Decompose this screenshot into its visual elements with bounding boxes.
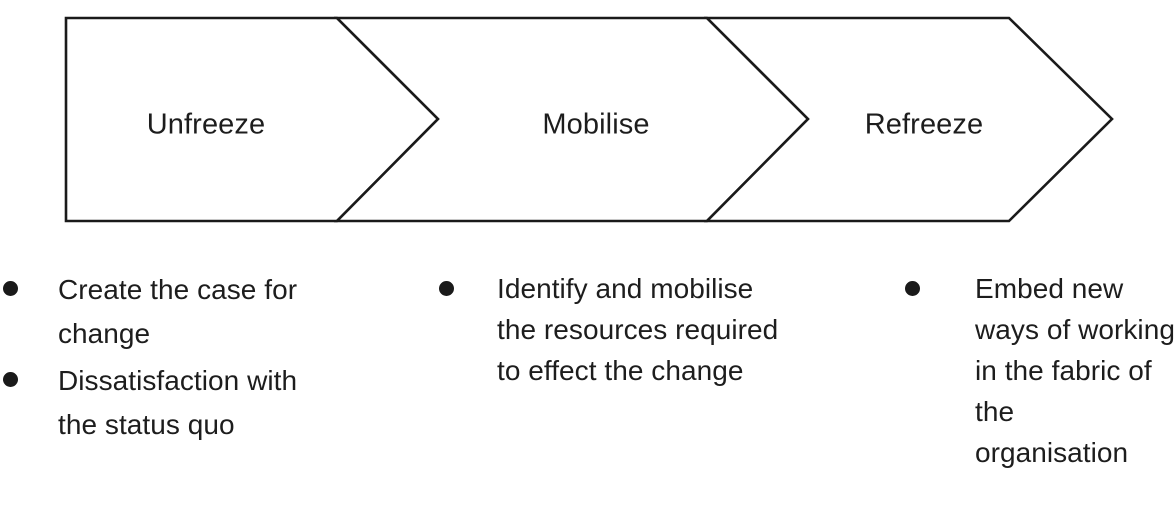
list-item: Create the case for change (0, 268, 300, 356)
bullet-dot-icon (3, 372, 18, 387)
stage-label-unfreeze: Unfreeze (146, 108, 266, 141)
chevron-band-svg (64, 16, 1114, 223)
bullet-column-unfreeze: Create the case for change Dissatisfacti… (0, 268, 300, 447)
bullet-text: Identify and mobilise the resources requ… (497, 273, 779, 386)
bullet-text: Dissatisfaction with the status quo (58, 365, 298, 440)
bullet-dot-icon (905, 281, 920, 296)
list-item: Identify and mobilise the resources requ… (430, 268, 780, 391)
stage-label-refreeze: Refreeze (864, 108, 984, 141)
stage-label-mobilise: Mobilise (542, 108, 650, 141)
bullet-text: Create the case for change (58, 274, 298, 349)
list-item: Dissatisfaction with the status quo (0, 359, 300, 447)
chevron-stage-refreeze[interactable] (703, 16, 1114, 223)
bullet-dot-icon (3, 281, 18, 296)
bullet-column-mobilise: Identify and mobilise the resources requ… (430, 268, 780, 391)
chevron-band: Unfreeze Mobilise Refreeze (0, 0, 1175, 245)
bullet-text: Embed new ways of working in the fabric … (975, 273, 1175, 468)
list-item: Embed new ways of working in the fabric … (903, 268, 1175, 473)
bullet-column-refreeze: Embed new ways of working in the fabric … (903, 268, 1175, 473)
bullet-dot-icon (439, 281, 454, 296)
